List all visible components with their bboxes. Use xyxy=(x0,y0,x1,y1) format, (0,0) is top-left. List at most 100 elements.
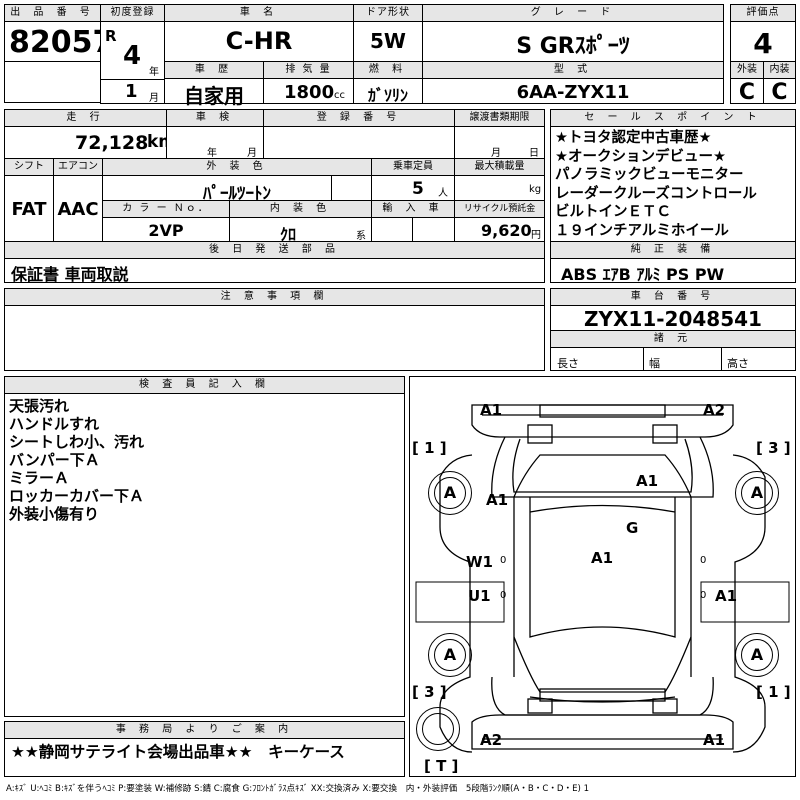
mileage-header: 走 行 xyxy=(5,110,166,127)
equipment-cell: 純 正 装 備 ABS ｴｱB ｱﾙﾐ PS PW xyxy=(550,241,796,284)
int-color: ｸﾛ xyxy=(280,225,297,244)
tire-front-right: A xyxy=(735,471,779,515)
grade: S GRｽﾎﾟｰﾂ xyxy=(516,34,630,59)
equipment-header: 純 正 装 備 xyxy=(551,242,795,259)
equipment: ABS ｴｱB ｱﾙﾐ PS PW xyxy=(561,265,725,284)
tire-front-left: A xyxy=(428,471,472,515)
history-cell: 車 歴 自家用 xyxy=(164,61,264,108)
reg-month: 1 xyxy=(125,81,138,102)
model-cell: 型 式 6AA-ZYX11 xyxy=(422,61,724,104)
inspection-header: 車 検 xyxy=(167,110,263,127)
mark-front-right: A2 xyxy=(703,401,726,419)
bracket-spare: [ T ] xyxy=(424,757,459,775)
divider xyxy=(331,175,332,200)
tire-front-left-mark: A xyxy=(443,483,457,502)
mark-roof-a: A1 xyxy=(591,549,614,567)
model: 6AA-ZYX11 xyxy=(516,82,630,103)
score: 4 xyxy=(753,27,773,60)
sales-point-header: セ ー ル ス ポ イ ン ト xyxy=(551,110,795,127)
zero-left-2: 0 xyxy=(500,590,507,601)
capacity: 5 xyxy=(412,179,424,199)
fuel: ｶﾞｿﾘﾝ xyxy=(367,86,408,105)
divider xyxy=(412,217,413,241)
door-type: 5W xyxy=(370,29,406,53)
recycle-unit: 円 xyxy=(531,230,541,241)
lot-number: 82057 xyxy=(9,25,114,60)
recycle-header: リサイクル預託金 xyxy=(455,201,544,218)
transfer-day-unit: 日 xyxy=(529,148,539,159)
first-registration-cell: 初度登録 R 4 年 1 月 xyxy=(100,4,165,104)
ac: AAC xyxy=(57,199,99,220)
inspection-year-unit: 年 xyxy=(207,148,217,159)
max-load-unit: kg xyxy=(529,184,542,195)
bracket-top-right: [ 3 ] xyxy=(756,439,791,457)
mark-front-left: A1 xyxy=(480,401,503,419)
color-no-header: カ ラ ー Ｎｏ． xyxy=(103,201,229,218)
transfer-month-unit: 月 xyxy=(491,148,501,159)
inspection-cell: 車 検 年 月 xyxy=(166,109,264,159)
car-name: C-HR xyxy=(225,27,293,55)
reg-year: 4 xyxy=(123,41,142,71)
specs-width: 幅 xyxy=(649,357,660,370)
lot-number-cell: 出 品 番 号 82057 xyxy=(4,4,113,62)
import-cell: 輸 入 車 xyxy=(371,200,455,242)
spare-tire xyxy=(416,707,460,751)
car-name-cell: 車 名 C-HR xyxy=(164,4,354,62)
bracket-top-left: [ 1 ] xyxy=(412,439,447,457)
color-no-cell: カ ラ ー Ｎｏ． 2VP xyxy=(102,200,230,242)
recycle: 9,620 xyxy=(481,221,532,240)
tire-rear-left-mark: A xyxy=(443,645,457,664)
mark-door-front-left: W1 xyxy=(466,553,493,571)
chassis-number: ZYX11-2048541 xyxy=(584,307,762,331)
office-cell: 事 務 局 よ り ご 案 内 ★★静岡サテライト会場出品車★★ キーケース xyxy=(4,721,405,777)
displacement: 1800 xyxy=(284,82,335,103)
interior-grade-cell: 内装 C xyxy=(763,61,796,105)
specs-length: 長さ xyxy=(557,357,579,370)
exterior-grade-cell: 外装 C xyxy=(730,61,764,105)
month-unit: 月 xyxy=(149,93,159,104)
ac-cell: エアコン AAC xyxy=(53,158,103,242)
door-cell: ドア形状 5W xyxy=(353,4,423,62)
mileage-cell: 走 行 72,128 km xyxy=(4,109,176,159)
color-no: 2VP xyxy=(148,221,184,240)
displacement-unit: cc xyxy=(334,90,345,101)
divider xyxy=(643,347,644,370)
bracket-bottom-left: [ 3 ] xyxy=(412,683,447,701)
displacement-header: 排 気 量 xyxy=(264,62,353,79)
int-color-header: 内 装 色 xyxy=(230,201,371,218)
mark-door-rear-right: A1 xyxy=(715,587,738,605)
sales-point-text: ★トヨタ認定中古車歴★ ★オークションデビュー★ パノラミックビューモニター レ… xyxy=(555,130,757,239)
plate-cell: 登 録 番 号 xyxy=(263,109,455,159)
sales-point-cell: セ ー ル ス ポ イ ン ト ★トヨタ認定中古車歴★ ★オークションデビュー★… xyxy=(550,109,796,242)
mark-rear-left: A2 xyxy=(480,731,503,749)
era: R xyxy=(105,27,117,45)
door-header: ドア形状 xyxy=(354,5,422,22)
chassis-cell: 車 台 番 号 ZYX11-2048541 xyxy=(550,288,796,331)
score-header: 評価点 xyxy=(731,5,795,22)
mark-hood: A1 xyxy=(636,472,659,490)
inspector-cell: 検 査 員 記 入 欄 天張汚れ ハンドルすれ シートしわ小、汚れ バンパー下Ａ… xyxy=(4,376,405,717)
exterior-header: 外装 xyxy=(731,62,763,79)
shift: FAT xyxy=(11,199,47,220)
recycle-cell: リサイクル預託金 9,620 円 xyxy=(454,200,545,242)
inspector-notes: 天張汚れ ハンドルすれ シートしわ小、汚れ バンパー下Ａ ミラーＡ ロッカーカバ… xyxy=(9,397,145,523)
specs-height: 高さ xyxy=(727,357,749,370)
displacement-cell: 排 気 量 1800 cc xyxy=(263,61,354,104)
car-diagram-cell: A A A A [ 1 ] [ 3 ] [ 3 ] [ 1 ] [ T ] A1… xyxy=(409,376,796,777)
exterior-grade: C xyxy=(738,80,756,105)
car-name-header: 車 名 xyxy=(165,5,353,22)
later-parts-cell: 後 日 発 送 部 品 保証書 車両取説 xyxy=(4,241,545,284)
history-header: 車 歴 xyxy=(165,62,263,79)
legend: A:ｷｽﾞ U:ﾍｺﾐ B:ｷｽﾞを伴うﾍｺﾐ P:要塗装 W:補修跡 S:錆 … xyxy=(6,784,590,794)
later-parts-header: 後 日 発 送 部 品 xyxy=(5,242,544,259)
specs-header: 諸 元 xyxy=(551,331,795,348)
ext-color: ﾊﾟｰﾙﾂｰﾄﾝ xyxy=(203,184,271,204)
lot-number-header: 出 品 番 号 xyxy=(5,5,100,22)
ext-color-header: 外 装 色 xyxy=(103,159,371,176)
inspector-header: 検 査 員 記 入 欄 xyxy=(5,377,404,394)
mark-door-rear-left: U1 xyxy=(468,587,491,605)
interior-header: 内装 xyxy=(764,62,795,79)
mark-fender-left: A1 xyxy=(486,491,509,509)
office-note: ★★静岡サテライト会場出品車★★ キーケース xyxy=(11,743,345,761)
chassis-header: 車 台 番 号 xyxy=(551,289,795,306)
